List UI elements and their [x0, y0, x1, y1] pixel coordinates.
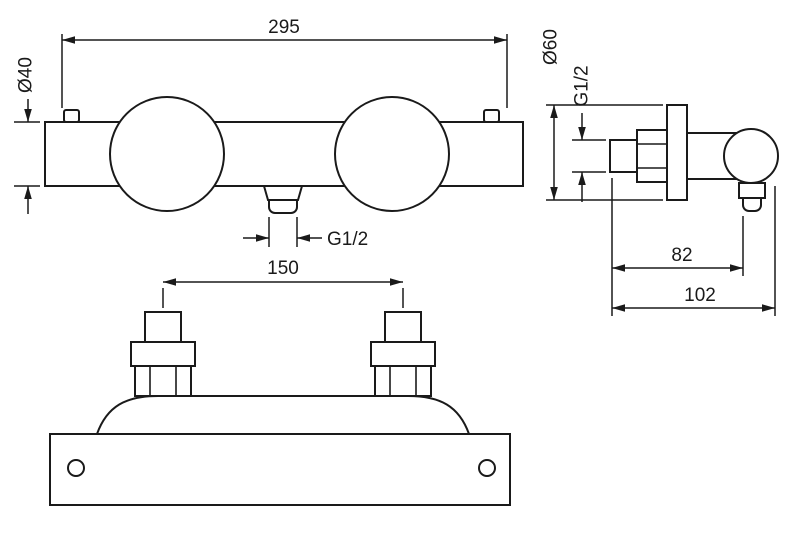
arrowhead-icon	[494, 36, 507, 44]
arrowhead-icon	[762, 304, 775, 312]
side-view	[609, 104, 779, 212]
inlet-hex-nut	[374, 365, 432, 397]
dim-label-inlet-spacing: 150	[267, 258, 299, 279]
arrowhead-icon	[730, 264, 743, 272]
right-screw-hole	[478, 459, 496, 477]
inlet-hex-nut	[134, 365, 192, 397]
arrowhead-icon	[297, 234, 310, 242]
arrowhead-icon	[256, 234, 269, 242]
left-inlet-connector	[130, 311, 196, 397]
dim-label-inlet-thread: G1/2	[572, 65, 593, 106]
dim-outlet-thread: G1/2	[243, 217, 368, 250]
dim-total-depth: 102	[612, 186, 776, 316]
arrowhead-icon	[62, 36, 75, 44]
right-inlet-connector	[370, 311, 436, 397]
dim-label-flange-diameter: Ø60	[541, 29, 562, 65]
mounting-view	[49, 311, 511, 506]
knob-side	[723, 128, 779, 184]
outlet-nipple-side	[742, 197, 762, 212]
dim-label-body-depth: 82	[671, 245, 692, 266]
front-view	[44, 96, 524, 214]
right-top-screw	[483, 109, 500, 123]
arrowhead-icon	[550, 187, 558, 200]
dim-label-overall-width: 295	[268, 17, 300, 38]
inlet-square	[384, 311, 422, 343]
arrowhead-icon	[612, 264, 625, 272]
dim-body-depth: 82	[611, 178, 744, 316]
arrowhead-icon	[24, 109, 32, 122]
arrowhead-icon	[612, 304, 625, 312]
outlet-nipple	[268, 199, 298, 214]
arrowhead-icon	[550, 105, 558, 118]
inlet-flange	[130, 341, 196, 367]
dim-bar-diameter: Ø40	[14, 57, 40, 214]
arrowhead-icon	[24, 186, 32, 199]
dim-inlet-spacing: 150	[162, 258, 404, 308]
dim-label-bar-diameter: Ø40	[16, 57, 37, 93]
dim-label-total-depth: 102	[684, 285, 716, 306]
dim-overall-width: 295	[61, 17, 508, 108]
arrowhead-icon	[578, 172, 586, 185]
arrowhead-icon	[390, 278, 403, 286]
dim-inlet-thread: G1/2	[572, 65, 606, 202]
inlet-square	[144, 311, 182, 343]
body-arch	[95, 395, 471, 435]
arrowhead-icon	[163, 278, 176, 286]
wall-flange	[666, 104, 688, 201]
left-top-screw	[63, 109, 80, 123]
hex-nut	[636, 129, 668, 183]
outlet-collar	[262, 185, 304, 201]
left-screw-hole	[67, 459, 85, 477]
inlet-thread	[609, 139, 638, 173]
dim-flange-diameter: Ø60	[541, 29, 663, 201]
dim-label-outlet-thread: G1/2	[327, 229, 368, 250]
outlet-collar-side	[738, 182, 766, 199]
arrowhead-icon	[578, 127, 586, 140]
wall-plate	[49, 433, 511, 506]
left-control-knob	[109, 96, 225, 212]
right-control-knob	[334, 96, 450, 212]
inlet-flange	[370, 341, 436, 367]
